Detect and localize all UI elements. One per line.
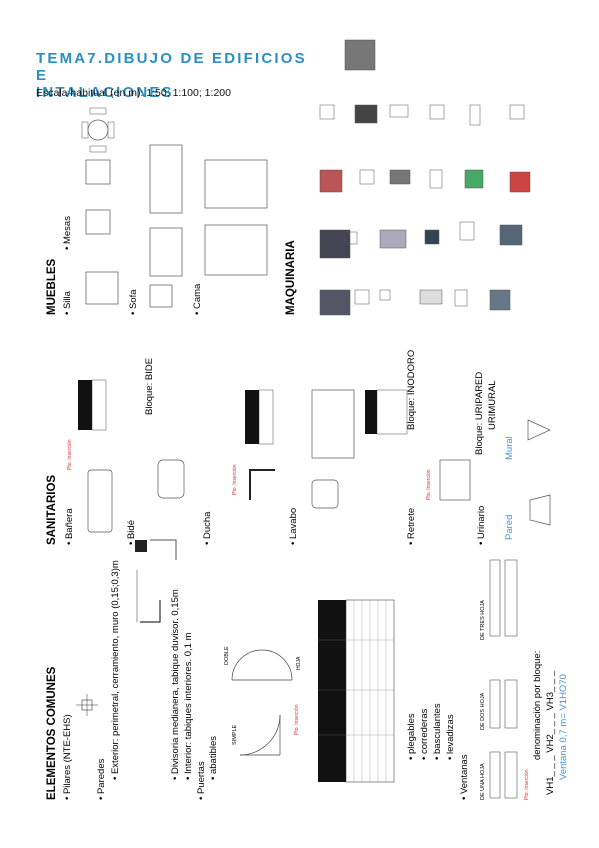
retrete-drawing [439, 459, 471, 501]
sofa-drawings [149, 144, 183, 308]
door-doble-drawing: DOBLE HOJA [224, 646, 302, 681]
lavabo-drawing [311, 479, 339, 509]
item-abatibles: • abatibles [208, 736, 219, 780]
banera-table [78, 379, 107, 431]
banera-insertion: Pto. Inserción [67, 439, 73, 470]
item-ducha: • Ducha [202, 511, 213, 545]
urinario-mural-drawing [527, 419, 551, 441]
retrete-insertion: Pto. Inserción [426, 469, 432, 500]
urimural-block-label: URIMURAL [487, 380, 498, 430]
mesas-drawings [81, 107, 115, 235]
urinario-pared-drawing [529, 494, 551, 526]
denominacion-label: denominación por bloque: [532, 651, 543, 760]
windows-drawings: DE UNA HOJA DE DOS HOJA DE TRES HOJA [480, 559, 518, 800]
sanitarios-section: SANITARIOS • Bañera Pto. Inserción • Bid… [46, 350, 551, 545]
item-pilares: • Pilares (NTE-EHS) [62, 714, 73, 800]
title-line-2: INTALACIONES [36, 84, 174, 101]
item-puertas: • Puertas [196, 761, 207, 800]
muebles-section: MUEBLES • Silla • Mesas • Sofa • Cama [46, 107, 268, 315]
window-dos-label: DE DOS HOJA [480, 692, 486, 730]
banera-drawing [87, 469, 113, 533]
window-una-label: DE UNA HOJA [480, 763, 486, 800]
item-interior: • Interior: tabiques interiores. 0,1 m [183, 632, 194, 780]
item-bide: • Bidé [126, 520, 137, 545]
pilar-symbol [76, 694, 98, 716]
lavabo-table [365, 389, 408, 435]
bide-drawing [157, 459, 185, 499]
item-paredes: • Paredes [96, 758, 107, 800]
pared-label: Pared [504, 515, 515, 540]
vh-label: VH1_ _ _ VH2_ _ _ VH3_ _ _ [545, 670, 556, 795]
window-insertion-label: Pto. Inserción [524, 769, 530, 800]
item-silla: • Silla [62, 290, 73, 315]
item-lavabo: • Lavabo [288, 508, 299, 545]
item-divisoria: • Divisoria medianera, tabique duvisor. … [170, 589, 181, 780]
ducha-insertion: Pto. Inserción [232, 464, 238, 495]
ventana-example: Ventana 0,7 m= V1HO70 [558, 674, 569, 780]
item-mesas: • Mesas [62, 216, 73, 250]
wall-samples [135, 539, 177, 623]
inodoro-block-label: Bloque: INODORO [406, 350, 417, 430]
scale-subtitle: Escala habitual (en m): 1:50; 1:100; 1:2… [36, 87, 231, 99]
item-sofa: • Sofa [128, 289, 139, 315]
item-ventanas: • Ventanas [459, 754, 470, 800]
maquinaria-section: MAQUINARIA [285, 39, 531, 316]
uripared-block-label: Bloque: URIPARED [474, 372, 485, 455]
elementos-comunes-heading: ELEMENTOS COMUNES [46, 666, 58, 800]
elementos-comunes-section: ELEMENTOS COMUNES • Pilares (NTE-EHS) • … [46, 539, 569, 800]
maquinaria-heading: MAQUINARIA [285, 240, 297, 315]
item-retrete: • Retrete [406, 508, 417, 545]
window-tres-label: DE TRES HOJA [480, 600, 486, 640]
door-doble-label: DOBLE [224, 646, 230, 665]
item-cama: • Cama [192, 283, 203, 315]
muebles-heading: MUEBLES [46, 258, 58, 315]
item-exterior: • Exterior: perimetral, cerramiento, mur… [110, 560, 121, 780]
door-simple-drawing: SIMPLE [232, 714, 281, 756]
door-hoja-label: HOJA [296, 656, 302, 670]
bide-block-label: Bloque: BIDE [144, 358, 155, 415]
door-table [318, 599, 395, 783]
lavabo-doble-drawing [311, 389, 355, 459]
item-banera: • Bañera [64, 508, 75, 545]
item-basculantes: • basculantes [432, 703, 443, 760]
item-levadizas: • levadizas [445, 714, 456, 760]
mural-label: Mural [504, 436, 515, 460]
item-plegables: • plegables [406, 713, 417, 760]
sanitarios-heading: SANITARIOS [46, 475, 58, 545]
door-insertion-label: Pto. Inserción [294, 704, 300, 735]
cama-drawings [204, 159, 268, 276]
ducha-drawing [249, 469, 275, 500]
silla-drawing [85, 271, 119, 305]
page-title: TEMA7.DIBUJO DE EDIFICIOS E INTALACIONES [36, 50, 316, 101]
ducha-table [245, 389, 274, 445]
item-urinario: • Urinario [476, 506, 487, 545]
title-line-1: TEMA7.DIBUJO DE EDIFICIOS E [36, 50, 307, 84]
machine-symbols-grid [319, 39, 531, 316]
door-simple-label: SIMPLE [232, 724, 238, 745]
item-correderas: • correderas [419, 708, 430, 760]
